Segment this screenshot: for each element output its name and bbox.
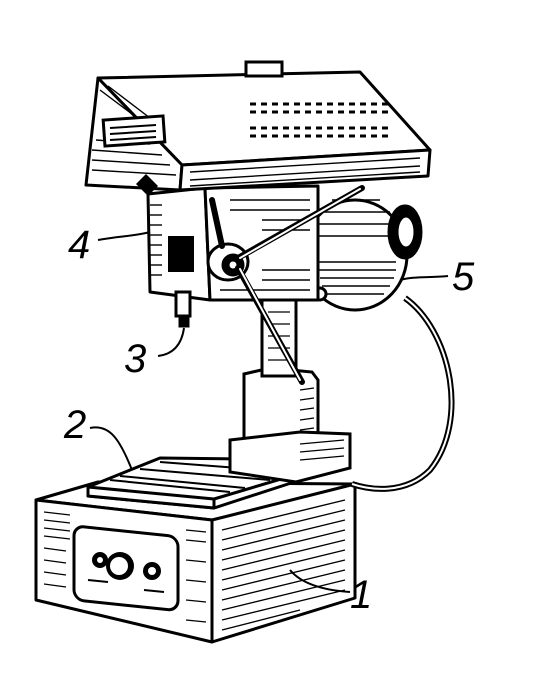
motor-fins <box>316 199 396 295</box>
control-knobs <box>87 552 165 593</box>
top-knob <box>244 60 284 78</box>
base-front-hatching <box>43 511 207 623</box>
cover-latch-icon <box>136 174 158 196</box>
callout-label-4: 4 <box>68 223 90 267</box>
callout-label-5: 5 <box>452 255 475 299</box>
leader-line-5 <box>399 275 449 281</box>
vent-slots <box>250 102 392 138</box>
column-base-hatching <box>299 387 345 461</box>
top-cover-plate-lines <box>109 124 157 141</box>
leader-line-1 <box>289 569 351 593</box>
callout-label-3: 3 <box>124 337 146 381</box>
leader-lines <box>89 231 449 593</box>
leader-line-3 <box>157 327 185 357</box>
spindle-head-window <box>168 236 194 272</box>
column-base <box>228 366 352 484</box>
leader-line-4 <box>97 231 151 241</box>
callout-label-2: 2 <box>63 403 86 447</box>
spindle <box>174 290 192 328</box>
leader-line-2 <box>89 426 133 471</box>
base-hatching <box>221 499 346 631</box>
callout-label-1: 1 <box>350 573 372 617</box>
